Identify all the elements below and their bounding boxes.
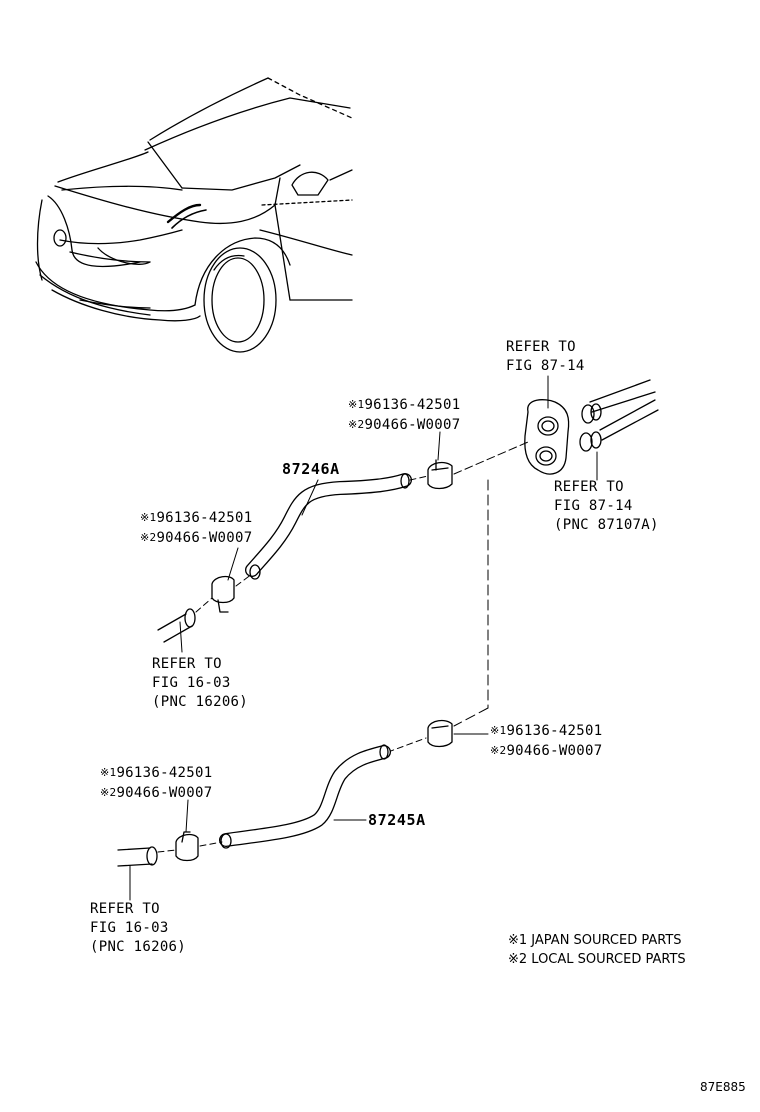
refer-line: REFER TO (554, 479, 624, 495)
pnc-line: (PNC 16206) (152, 694, 249, 710)
legend-note-local: ※2 LOCAL SOURCED PARTS (508, 952, 686, 967)
fig-line: FIG 87-14 (506, 358, 585, 374)
mark-1: ※1 (100, 766, 117, 779)
refer-line: REFER TO (152, 656, 222, 672)
legend-notes: ※1 JAPAN SOURCED PARTS ※2 LOCAL SOURCED … (508, 931, 686, 969)
clamp-label-lower-right: ※196136-42501 ※290466-W0007 (490, 721, 602, 761)
refer-label-top-right-upper: REFER TO FIG 87-14 (506, 338, 585, 376)
mark-2: ※2 (490, 744, 507, 757)
part-number: 90466-W0007 (116, 785, 213, 801)
part-number: 90466-W0007 (506, 743, 603, 759)
refer-label-mid-left: REFER TO FIG 16-03 (PNC 16206) (152, 655, 248, 712)
figure-id: 87E885 (700, 1080, 746, 1094)
refer-label-bottom-left: REFER TO FIG 16-03 (PNC 16206) (90, 900, 186, 957)
mark-2: ※2 (140, 531, 157, 544)
part-number: 90466-W0007 (364, 417, 461, 433)
lower-hose-assembly (117, 719, 489, 901)
refer-line: REFER TO (506, 339, 576, 355)
part-number: 96136-42501 (506, 723, 603, 739)
mark-2: ※2 (100, 786, 117, 799)
part-label-upper-hose: 87246A (282, 460, 340, 478)
upper-hose-assembly (157, 375, 659, 653)
part-number: 96136-42501 (364, 397, 461, 413)
part-number: 96136-42501 (156, 510, 253, 526)
clamp-label-upper-right: ※196136-42501 ※290466-W0007 (348, 395, 460, 435)
clamp-label-upper-left: ※196136-42501 ※290466-W0007 (140, 508, 252, 548)
mark-1: ※1 (348, 398, 365, 411)
refer-label-top-right-lower: REFER TO FIG 87-14 (PNC 87107A) (554, 478, 659, 535)
fig-line: FIG 16-03 (152, 675, 231, 691)
pnc-line: (PNC 16206) (90, 939, 187, 955)
refer-line: REFER TO (90, 901, 160, 917)
fig-line: FIG 87-14 (554, 498, 633, 514)
part-label-lower-hose: 87245A (368, 811, 426, 829)
part-number: 90466-W0007 (156, 530, 253, 546)
car-illustration (35, 77, 353, 353)
pnc-line: (PNC 87107A) (554, 517, 659, 533)
fig-line: FIG 16-03 (90, 920, 169, 936)
clamp-label-lower-left: ※196136-42501 ※290466-W0007 (100, 763, 212, 803)
mark-1: ※1 (490, 724, 507, 737)
grommet (524, 399, 570, 475)
part-number: 96136-42501 (116, 765, 213, 781)
mark-2: ※2 (348, 418, 365, 431)
mark-1: ※1 (140, 511, 157, 524)
legend-note-japan: ※1 JAPAN SOURCED PARTS (508, 933, 682, 948)
